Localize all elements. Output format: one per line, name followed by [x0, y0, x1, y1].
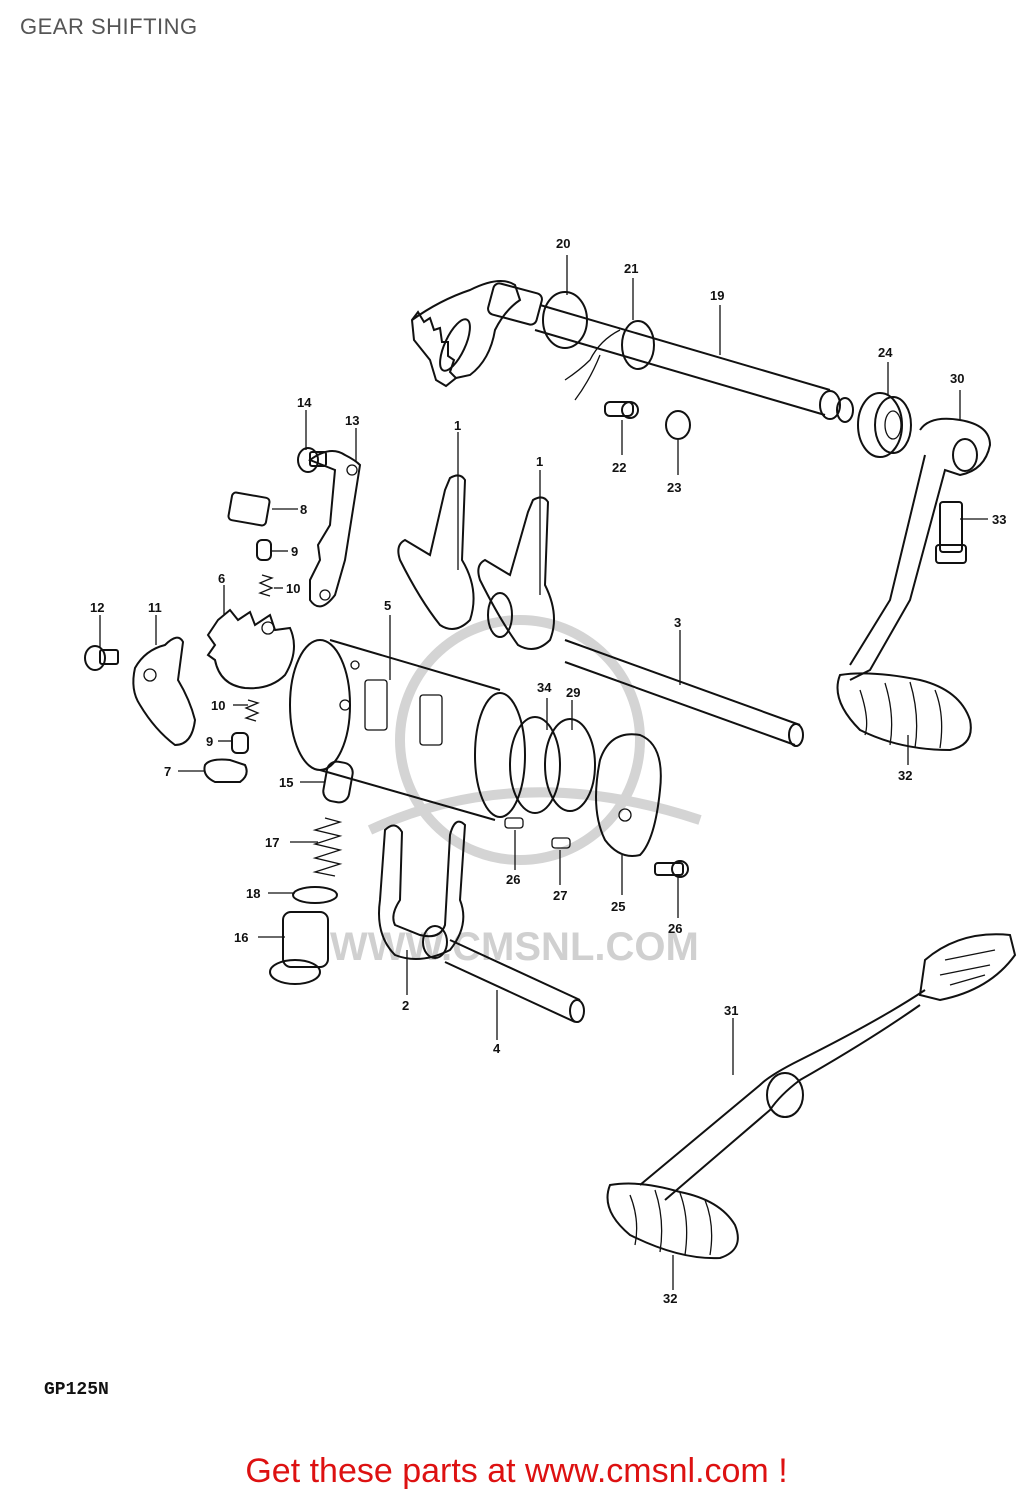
part-stopper-pin[interactable]: [322, 760, 355, 804]
callout-12: 12: [90, 600, 104, 615]
callout-15: 15: [279, 775, 293, 790]
callout-26-right: 26: [668, 921, 682, 936]
callout-21: 21: [624, 261, 638, 276]
part-fork-shaft-upper[interactable]: [564, 639, 804, 747]
callout-32-upper: 32: [898, 768, 912, 783]
part-gear-sector[interactable]: [410, 280, 543, 388]
part-screw-12[interactable]: [84, 645, 119, 671]
callout-20: 20: [556, 236, 570, 251]
callout-14: 14: [297, 395, 312, 410]
part-pawl-7[interactable]: [203, 758, 248, 783]
leader-lines: [99, 255, 988, 1290]
part-return-spring[interactable]: [564, 329, 621, 401]
callout-34: 34: [537, 680, 552, 695]
callout-4: 4: [493, 1041, 501, 1056]
callout-11: 11: [148, 600, 162, 615]
callout-17: 17: [265, 835, 279, 850]
callout-18: 18: [246, 886, 260, 901]
part-screw-14[interactable]: [297, 447, 327, 473]
callout-10-upper: 10: [286, 581, 300, 596]
callout-19: 19: [710, 288, 724, 303]
part-bearing-ring[interactable]: [509, 716, 561, 814]
part-pin-9b[interactable]: [231, 732, 249, 754]
part-pin-26[interactable]: [504, 817, 524, 829]
part-pawl-8[interactable]: [227, 491, 271, 527]
part-shift-lever-upper[interactable]: [836, 417, 992, 752]
part-shift-shaft[interactable]: [534, 291, 854, 423]
part-gearshift-cam[interactable]: [289, 639, 526, 821]
part-plug-bolt[interactable]: [269, 911, 329, 985]
part-spring-10b[interactable]: [244, 699, 260, 722]
callout-5: 5: [384, 598, 391, 613]
part-washer-18[interactable]: [292, 886, 338, 904]
callout-labels: 20 21 19 22 23 24 30 33 32 1 1 3 5 34 29…: [90, 236, 1006, 1306]
part-pin-27[interactable]: [551, 837, 571, 849]
part-spring-10a[interactable]: [258, 574, 274, 597]
callout-29: 29: [566, 685, 580, 700]
callout-9-upper: 9: [291, 544, 298, 559]
callout-1-right: 1: [536, 454, 543, 469]
part-cam-driven-gear[interactable]: [206, 608, 295, 690]
part-oil-seal[interactable]: [857, 392, 912, 458]
callout-33: 33: [992, 512, 1006, 527]
part-stopper-plate[interactable]: [595, 733, 662, 857]
callout-30: 30: [950, 371, 964, 386]
callout-9-lower: 9: [206, 734, 213, 749]
callout-25: 25: [611, 899, 625, 914]
part-spring-pin[interactable]: [604, 401, 639, 419]
footer-promo-link[interactable]: Get these parts at www.cmsnl.com !: [245, 1452, 788, 1490]
callout-7: 7: [164, 764, 171, 779]
watermark: WWW.CMSNL.COM: [330, 615, 702, 969]
callout-3: 3: [674, 615, 681, 630]
callout-6: 6: [218, 571, 225, 586]
part-spring[interactable]: [312, 817, 343, 877]
part-fork-shaft-lower[interactable]: [444, 939, 585, 1023]
callout-31: 31: [724, 1003, 738, 1018]
callout-13: 13: [345, 413, 359, 428]
callout-23: 23: [667, 480, 681, 495]
callout-10-lower: 10: [211, 698, 225, 713]
callout-16: 16: [234, 930, 248, 945]
part-shift-pedal-lower[interactable]: [606, 933, 1017, 1260]
callout-2: 2: [402, 998, 409, 1013]
callout-22: 22: [612, 460, 626, 475]
part-cam-guide[interactable]: [307, 450, 362, 608]
part-pin-9a[interactable]: [256, 539, 272, 561]
callout-32-lower: 32: [663, 1291, 677, 1306]
part-shift-fork-upper[interactable]: [397, 474, 555, 650]
callout-27: 27: [553, 888, 567, 903]
part-screw-26[interactable]: [654, 860, 689, 878]
callout-1-left: 1: [454, 418, 461, 433]
page-title: GEAR SHIFTING: [20, 14, 198, 39]
part-cam-stopper-plate[interactable]: [132, 636, 197, 747]
callout-24: 24: [878, 345, 893, 360]
model-code: GP125N: [44, 1380, 109, 1400]
part-circlip[interactable]: [544, 718, 596, 812]
part-shift-fork-lower[interactable]: [378, 820, 467, 960]
watermark-text: WWW.CMSNL.COM: [330, 925, 699, 969]
callout-26-left: 26: [506, 872, 520, 887]
callout-8: 8: [300, 502, 307, 517]
part-washer[interactable]: [665, 410, 691, 440]
